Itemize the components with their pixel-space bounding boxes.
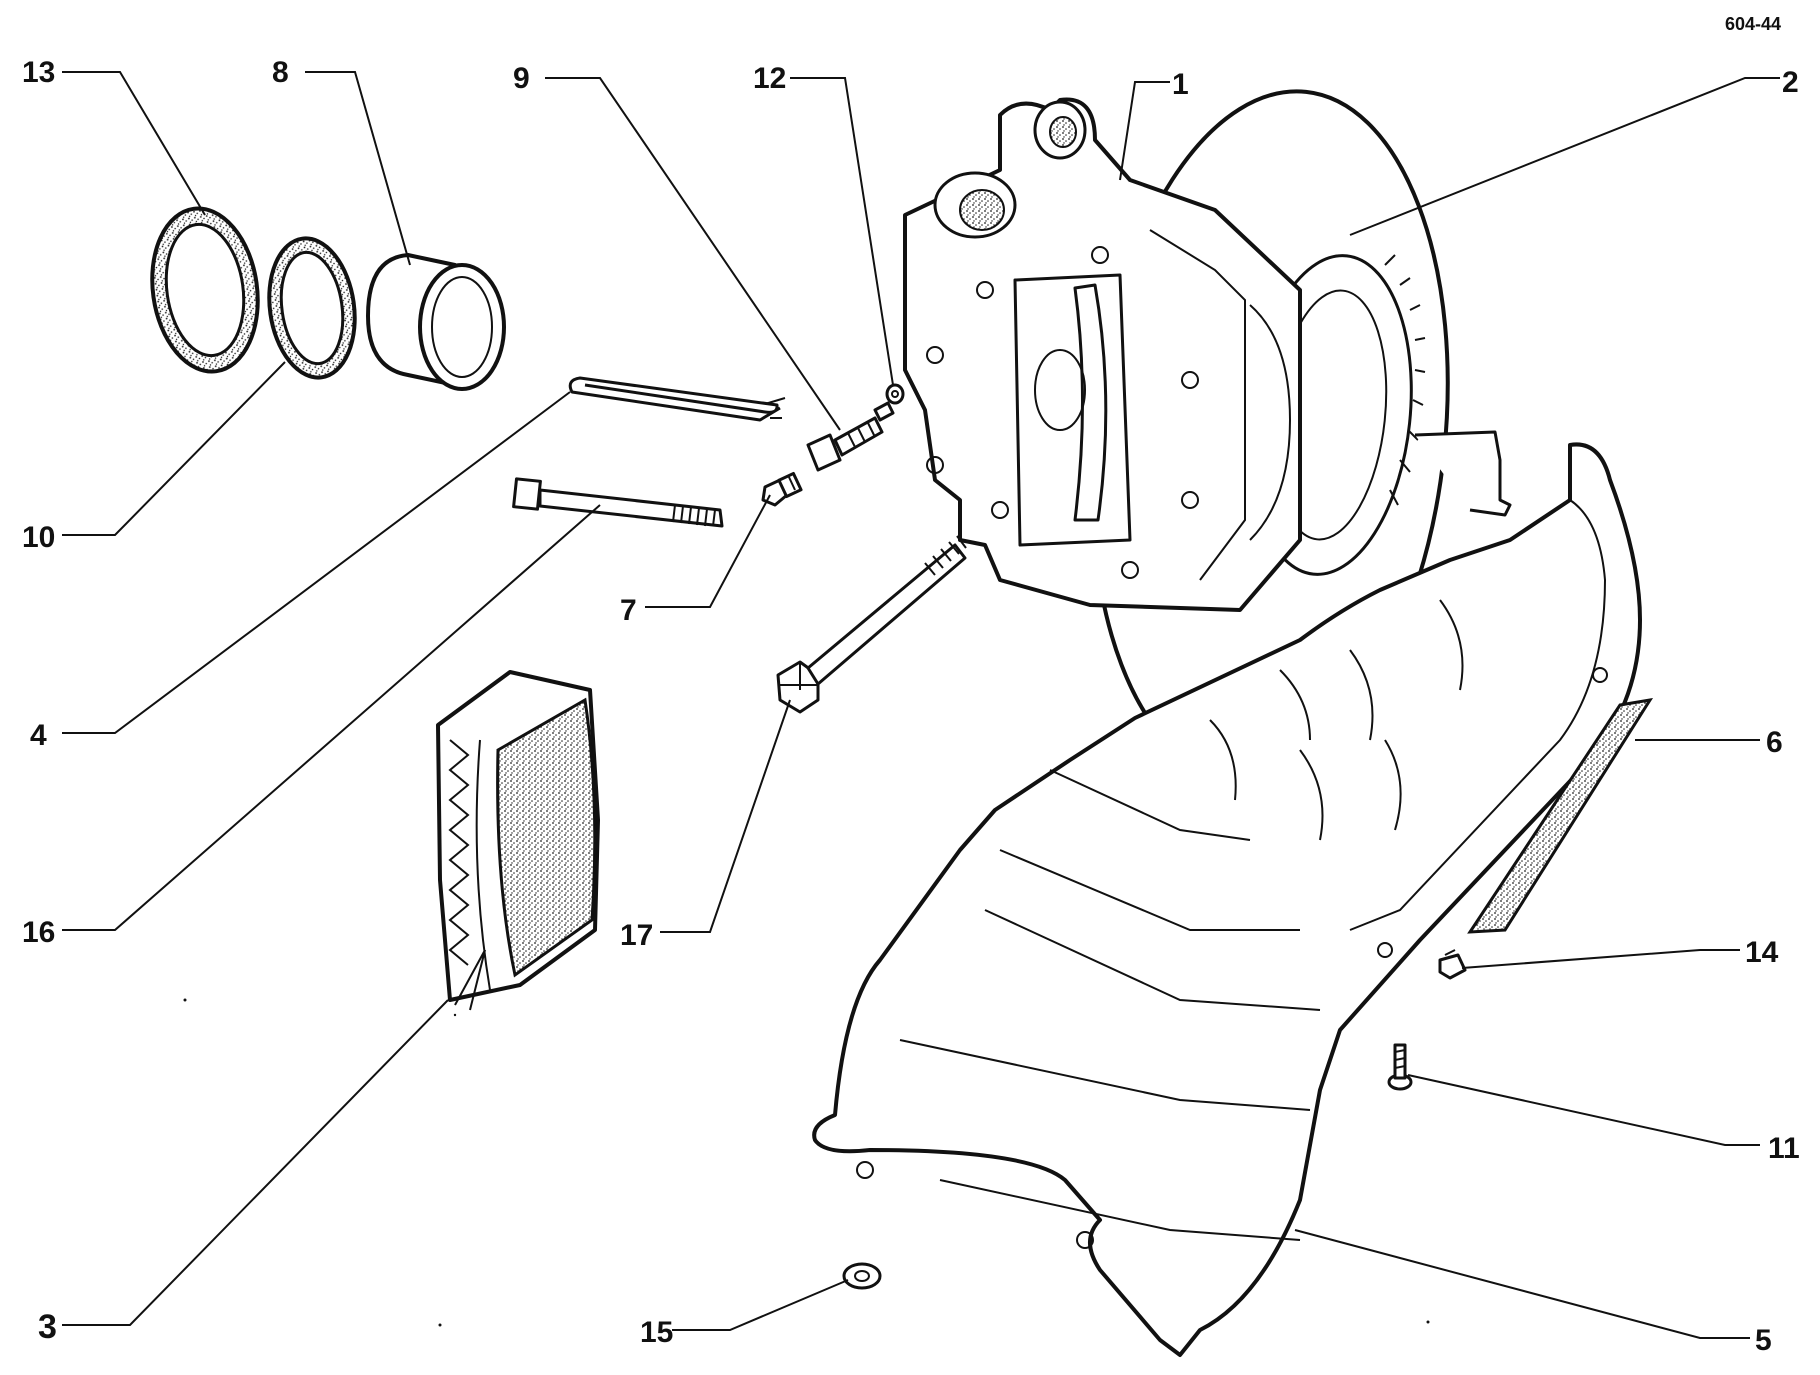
part-13-sealing-ring xyxy=(150,206,260,374)
part-4-retaining-pin xyxy=(568,376,786,422)
part-11-screw xyxy=(1387,1043,1413,1091)
callout-5: 5 xyxy=(1755,1324,1772,1357)
callout-16: 16 xyxy=(22,916,55,949)
part-7-bleed-screw xyxy=(761,471,803,507)
callout-3: 3 xyxy=(38,1308,57,1346)
callout-4: 4 xyxy=(30,719,47,752)
callout-2: 2 xyxy=(1782,66,1799,99)
part-10-dust-seal xyxy=(267,236,357,380)
callout-labels: 13 8 9 12 1 2 10 7 4 6 16 17 14 11 3 15 … xyxy=(22,56,1800,1357)
part-9-bleed-valve xyxy=(806,401,895,472)
part-3-brake-pad xyxy=(436,670,600,1011)
part-12-dust-cap xyxy=(885,383,905,405)
leader-lines xyxy=(62,71,1780,1339)
reference-code: 604-44 xyxy=(1725,14,1781,34)
callout-13: 13 xyxy=(22,56,55,89)
part-5-splash-shield xyxy=(812,430,1642,1357)
callout-8: 8 xyxy=(272,56,289,89)
callout-7: 7 xyxy=(620,594,637,627)
callout-6: 6 xyxy=(1766,726,1783,759)
callout-15: 15 xyxy=(640,1316,673,1349)
callout-12: 12 xyxy=(753,62,786,95)
scan-specks xyxy=(183,998,1430,1327)
part-15-washer xyxy=(842,1262,882,1290)
part-6-felt-strip xyxy=(1467,697,1654,934)
callout-10: 10 xyxy=(22,521,55,554)
part-17-mounting-bolt xyxy=(776,535,967,714)
callout-11: 11 xyxy=(1768,1132,1800,1165)
callout-14: 14 xyxy=(1745,936,1779,969)
part-16-long-bolt xyxy=(512,477,724,528)
part-1-caliper xyxy=(903,97,1302,612)
callout-17: 17 xyxy=(620,919,653,952)
part-14-clip-nut xyxy=(1438,949,1467,980)
callout-9: 9 xyxy=(513,62,530,95)
callout-1: 1 xyxy=(1172,68,1189,101)
part-8-piston xyxy=(366,253,506,391)
